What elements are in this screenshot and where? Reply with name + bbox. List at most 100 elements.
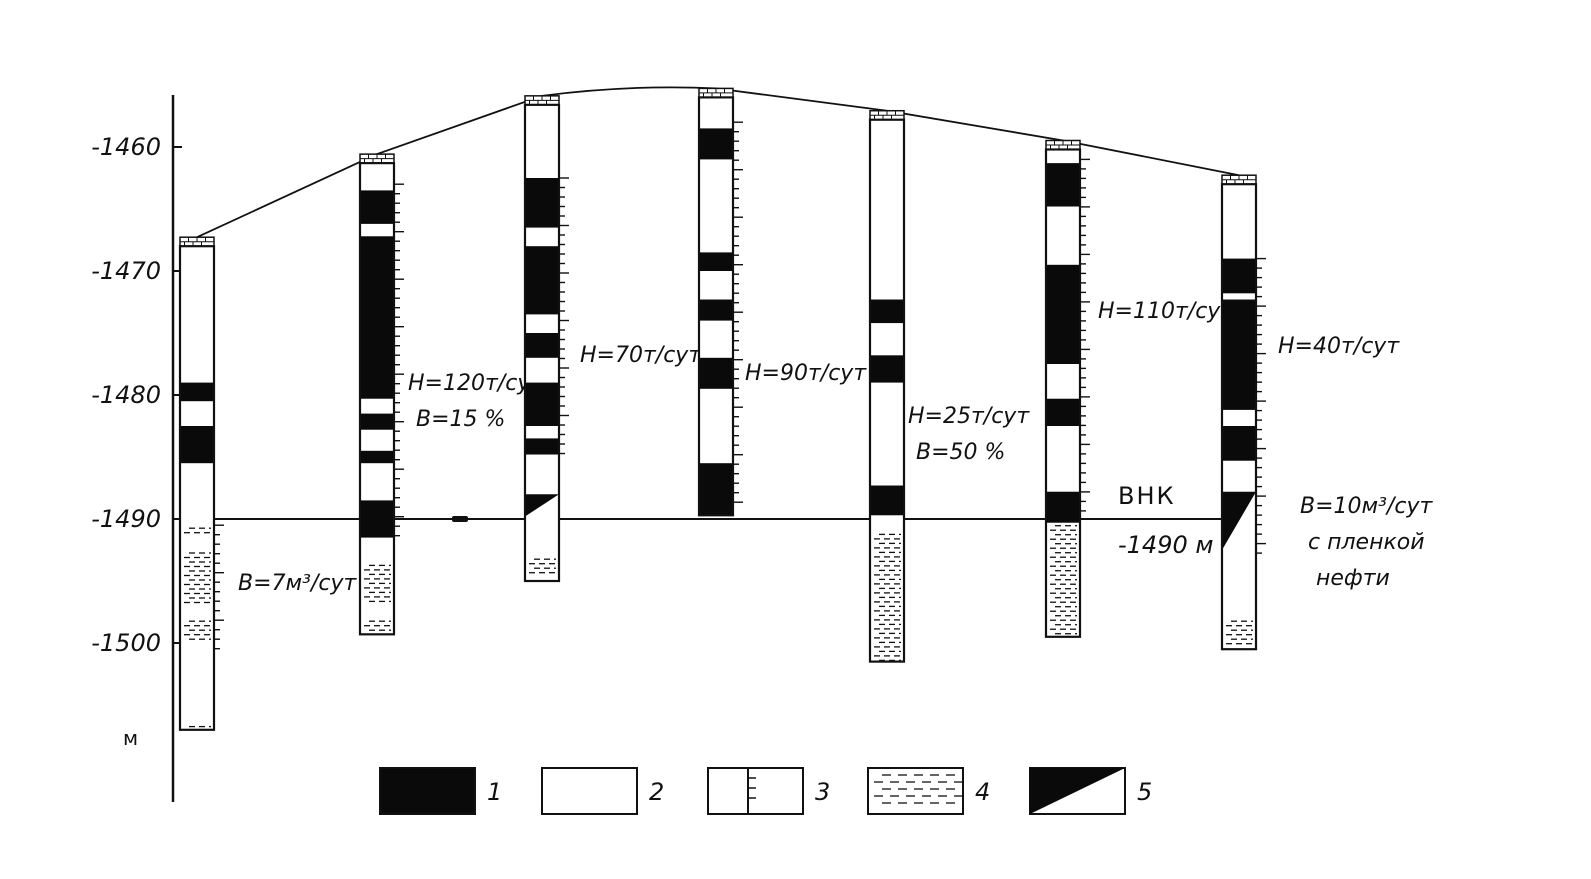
oil-layer: [1046, 163, 1080, 207]
well-note: В=10м³/сут: [1300, 494, 1433, 519]
water-layer: [525, 556, 559, 575]
well-cap: [869, 109, 905, 121]
oil-layer: [180, 382, 214, 402]
well-note: Н=40т/сут: [1278, 334, 1400, 359]
legend-item: 2: [541, 767, 664, 815]
well-note: нефти: [1316, 566, 1390, 591]
oil-layer: [360, 500, 394, 538]
perforation-ticks: [213, 524, 224, 656]
oil-layer: [699, 299, 733, 321]
contact-mark: [452, 516, 468, 522]
oil-layer: [180, 426, 214, 464]
contact-labels: ВНК -1490 м: [1118, 482, 1213, 559]
water-layer: [180, 618, 214, 643]
water-layer: [180, 550, 214, 606]
oil-layer: [525, 438, 559, 455]
depth-axis: -1460 -1470 -1480 -1490 -1500 м: [91, 95, 182, 802]
oil-water-layer: [1222, 491, 1256, 550]
water-layer: [180, 525, 214, 538]
well-note: В=15 %: [416, 407, 505, 432]
well-cap: [698, 87, 734, 99]
oil-layer: [525, 178, 559, 228]
well-note: Н=25т/сут: [908, 404, 1030, 429]
well-column: В=7м³/сут: [178, 236, 357, 731]
oil-layer: [360, 190, 394, 224]
axis-tick-label: -1500: [91, 629, 161, 657]
oil-layer: [870, 485, 904, 516]
well-column: Н=70т/сут: [523, 95, 702, 583]
axis-tick-label: -1490: [91, 505, 161, 533]
legend-item: 4: [867, 767, 990, 815]
oil-layer: [360, 413, 394, 430]
axis-unit: м: [123, 726, 138, 750]
axis-tick-label: -1480: [91, 381, 161, 409]
water-layer: [1222, 618, 1256, 650]
well-outline: [868, 118, 906, 663]
legend-swatch: [541, 767, 638, 815]
well-cap: [1045, 139, 1081, 151]
contact-depth-label: -1490 м: [1118, 531, 1213, 559]
legend-label: 3: [815, 778, 830, 806]
legend-swatch: [707, 767, 804, 815]
well-outline: [178, 245, 216, 731]
oil-layer: [1046, 491, 1080, 523]
well-cap: [359, 153, 395, 164]
legend-item: 1: [379, 767, 502, 815]
oil-layer: [699, 463, 733, 516]
legend: 1 2 3 4 5: [379, 767, 1152, 815]
water-layer: [360, 618, 394, 635]
oil-layer: [870, 355, 904, 383]
well-note: Н=110т/сут: [1098, 299, 1234, 324]
well-note: Н=90т/сут: [745, 361, 867, 386]
legend-label: 1: [487, 778, 502, 806]
oil-layer: [360, 450, 394, 464]
legend-swatch: [867, 767, 964, 815]
oil-layer: [1046, 264, 1080, 364]
legend-label: 5: [1137, 778, 1152, 806]
well-cap: [1221, 174, 1257, 185]
oil-layer: [1222, 258, 1256, 294]
oil-layer: [525, 333, 559, 358]
well-note: В=7м³/сут: [238, 571, 357, 596]
oil-layer: [699, 252, 733, 271]
oil-layer: [699, 357, 733, 389]
perforation-ticks: [393, 183, 404, 544]
water-layer: [870, 531, 904, 662]
well-column: Н=90т/сут: [697, 87, 867, 517]
well-note: В=50 %: [916, 440, 1005, 465]
oil-layer: [525, 246, 559, 315]
water-layer: [360, 562, 394, 606]
legend-swatch: [379, 767, 476, 815]
axis-tick-label: -1460: [91, 133, 161, 161]
water-layer: [180, 723, 214, 730]
oil-layer: [870, 299, 904, 324]
well-body: [180, 246, 214, 730]
oil-layer: [1222, 426, 1256, 461]
well-column: Н=110т/сут: [1044, 139, 1234, 638]
well-note: Н=120т/сут: [408, 371, 544, 396]
perforation-ticks: [1255, 257, 1266, 557]
oil-layer: [1046, 398, 1080, 426]
perforation-ticks: [1079, 158, 1090, 519]
oil-layer: [699, 128, 733, 160]
well-body: [1222, 184, 1256, 650]
perforation-ticks: [558, 177, 569, 457]
well-note: Н=70т/сут: [580, 343, 702, 368]
legend-item: 5: [1029, 767, 1152, 815]
axis-tick-label: -1470: [91, 257, 161, 285]
well-cap: [179, 236, 215, 247]
legend-label: 4: [975, 778, 990, 806]
perforation-ticks: [732, 121, 743, 507]
oil-water-layer: [525, 494, 559, 517]
water-layer: [1046, 522, 1080, 637]
oil-layer: [1222, 299, 1256, 410]
oil-layer: [525, 382, 559, 426]
well-cap: [524, 95, 560, 106]
legend-label: 2: [649, 778, 664, 806]
well-note: с пленкой: [1308, 530, 1425, 555]
contact-name: ВНК: [1118, 482, 1176, 510]
